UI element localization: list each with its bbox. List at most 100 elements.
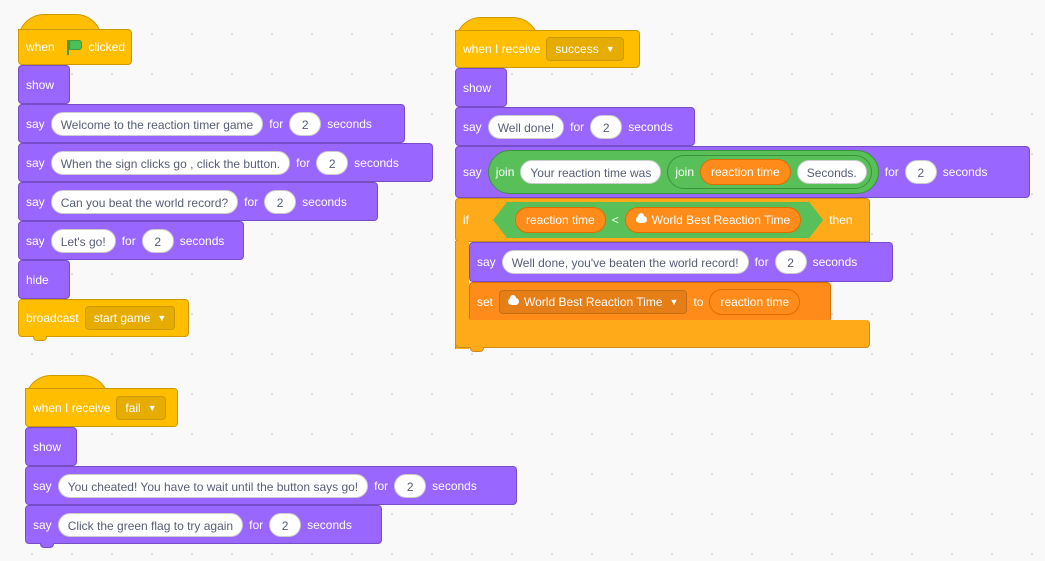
variable-dropdown[interactable]: World Best Reaction Time ▼ (499, 290, 688, 314)
block-label: seconds (179, 233, 225, 248)
join-operator[interactable]: join Your reaction time was join reactio… (487, 150, 879, 194)
seconds-input[interactable]: 2 (904, 160, 937, 184)
block-label: join (675, 165, 695, 179)
if-header[interactable]: if reaction time < World Best Reaction T… (455, 198, 870, 242)
join-operator[interactable]: join reaction time Seconds. (667, 155, 872, 189)
say-for-seconds-block[interactable]: say When the sign clicks go , click the … (18, 143, 433, 182)
show-block[interactable]: show (455, 68, 507, 107)
show-block[interactable]: show (18, 65, 70, 104)
hide-block[interactable]: hide (18, 260, 70, 299)
block-label: for (121, 233, 136, 248)
seconds-input[interactable]: 2 (264, 189, 297, 214)
if-footer[interactable] (455, 320, 870, 352)
block-label: say (33, 478, 52, 493)
block-label: seconds (942, 165, 988, 179)
block-notch (33, 336, 47, 341)
message-input[interactable]: You cheated! You have to wait until the … (57, 473, 369, 498)
block-label: say (26, 233, 45, 248)
cloud-variable-reporter[interactable]: World Best Reaction Time (625, 207, 802, 233)
reaction-time-reporter[interactable]: reaction time (709, 289, 801, 315)
block-notch (470, 347, 484, 352)
block-label: when I receive (33, 400, 111, 415)
say-for-seconds-block[interactable]: say Well done! for 2 seconds (455, 107, 695, 146)
say-for-seconds-block[interactable]: say Let's go! for 2 seconds (18, 221, 244, 260)
message-input[interactable]: Well done, you've beaten the world recor… (501, 250, 749, 274)
say-join-block[interactable]: say join Your reaction time was join rea… (455, 146, 1030, 198)
block-label: when I receive (463, 42, 541, 56)
dropdown-value: start game (93, 311, 151, 325)
block-label: say (33, 517, 52, 532)
block-label: seconds (307, 517, 352, 532)
reaction-time-reporter[interactable]: reaction time (515, 207, 606, 233)
block-label: say (477, 255, 496, 269)
message-input[interactable]: Let's go! (50, 228, 116, 253)
join-text-input[interactable]: Seconds. (796, 160, 867, 184)
seconds-input[interactable]: 2 (774, 250, 807, 274)
block-label: for (884, 165, 899, 179)
message-input[interactable]: Well done! (487, 114, 565, 139)
show-block[interactable]: show (25, 427, 77, 466)
dropdown-value: World Best Reaction Time (524, 295, 663, 309)
caret-down-icon: ▼ (669, 297, 679, 307)
broadcast-message-dropdown[interactable]: start game ▼ (84, 306, 176, 330)
block-label: hide (26, 272, 49, 287)
block-label: then (829, 213, 853, 227)
block-label: seconds (432, 478, 477, 493)
say-for-seconds-block[interactable]: say You cheated! You have to wait until … (25, 466, 517, 505)
receive-message-dropdown[interactable]: fail▼ (116, 395, 166, 420)
block-label: for (244, 194, 259, 209)
block-label: seconds (327, 116, 372, 131)
seconds-input[interactable]: 2 (269, 512, 302, 537)
block-label: seconds (302, 194, 347, 209)
block-label: say (463, 119, 482, 134)
message-input[interactable]: Click the green flag to try again (57, 512, 244, 537)
broadcast-block[interactable]: broadcast start game▼ (18, 299, 189, 341)
seconds-input[interactable]: 2 (590, 114, 623, 139)
block-label: for (296, 155, 311, 170)
caret-down-icon: ▼ (157, 313, 167, 323)
block-label: for (249, 517, 264, 532)
cloud-variable-name: World Best Reaction Time (651, 213, 791, 227)
block-label: show (26, 77, 55, 92)
receive-message-dropdown[interactable]: success ▼ (546, 37, 624, 61)
say-for-seconds-block[interactable]: say Welcome to the reaction timer game f… (18, 104, 405, 143)
block-label: for (374, 478, 389, 493)
seconds-input[interactable]: 2 (141, 228, 174, 253)
caret-down-icon: ▼ (605, 44, 615, 54)
set-variable-block[interactable]: set World Best Reaction Time▼ to reactio… (469, 282, 831, 326)
say-for-seconds-block[interactable]: say Click the green flag to try again fo… (25, 505, 382, 548)
seconds-input[interactable]: 2 (394, 473, 427, 498)
block-label: for (269, 116, 284, 131)
join-text-input[interactable]: Your reaction time was (520, 160, 662, 184)
block-label: show (33, 439, 62, 454)
block-label: seconds (628, 119, 673, 134)
block-label: to (693, 295, 704, 309)
block-label: say (26, 155, 45, 170)
caret-down-icon: ▼ (147, 402, 157, 413)
block-label: clicked (88, 40, 125, 54)
block-label: say (26, 194, 45, 209)
message-input[interactable]: When the sign clicks go , click the butt… (50, 150, 291, 175)
say-for-seconds-block[interactable]: say Well done, you've beaten the world r… (469, 242, 893, 282)
block-label: when (26, 40, 55, 54)
green-flag-icon (65, 39, 82, 55)
block-label: seconds (354, 155, 399, 170)
block-label: if (463, 213, 469, 227)
seconds-input[interactable]: 2 (289, 111, 322, 136)
block-label: say (26, 116, 45, 131)
less-than-operator[interactable]: reaction time < World Best Reaction Time (493, 202, 823, 238)
operator-symbol: < (611, 213, 619, 227)
block-label: say (463, 165, 482, 179)
message-input[interactable]: Welcome to the reaction timer game (50, 111, 264, 136)
block-label: join (495, 165, 515, 179)
when-i-receive-block[interactable]: when I receive success ▼ (455, 30, 640, 68)
dropdown-value: success (555, 42, 599, 56)
block-notch (40, 543, 54, 548)
when-flag-clicked-block[interactable]: when clicked (18, 29, 132, 65)
say-for-seconds-block[interactable]: say Can you beat the world record? for 2… (18, 182, 378, 221)
when-i-receive-block[interactable]: when I receive fail▼ (25, 388, 178, 427)
seconds-input[interactable]: 2 (316, 150, 349, 175)
reaction-time-reporter[interactable]: reaction time (700, 159, 791, 185)
message-input[interactable]: Can you beat the world record? (50, 189, 239, 214)
block-label: for (570, 119, 585, 134)
